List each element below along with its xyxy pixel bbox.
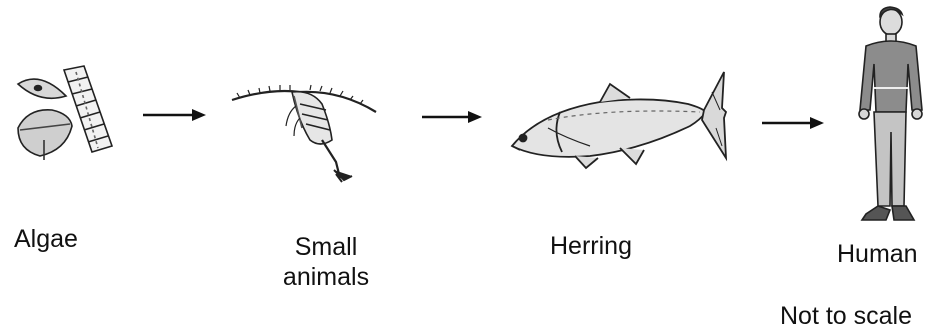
herring-icon	[512, 72, 726, 168]
human-icon	[859, 7, 922, 220]
scale-note: Not to scale	[780, 301, 912, 331]
arrow-2	[422, 111, 482, 123]
arrow-3	[762, 117, 824, 129]
stage-label-herring: Herring	[550, 231, 632, 261]
stage-label-small-animals: Small animals	[266, 232, 386, 292]
small-animal-icon	[232, 85, 376, 182]
stage-label-algae: Algae	[14, 224, 78, 254]
algae-icon	[18, 66, 112, 160]
arrow-1	[143, 109, 206, 121]
stage-label-human: Human	[837, 239, 918, 269]
